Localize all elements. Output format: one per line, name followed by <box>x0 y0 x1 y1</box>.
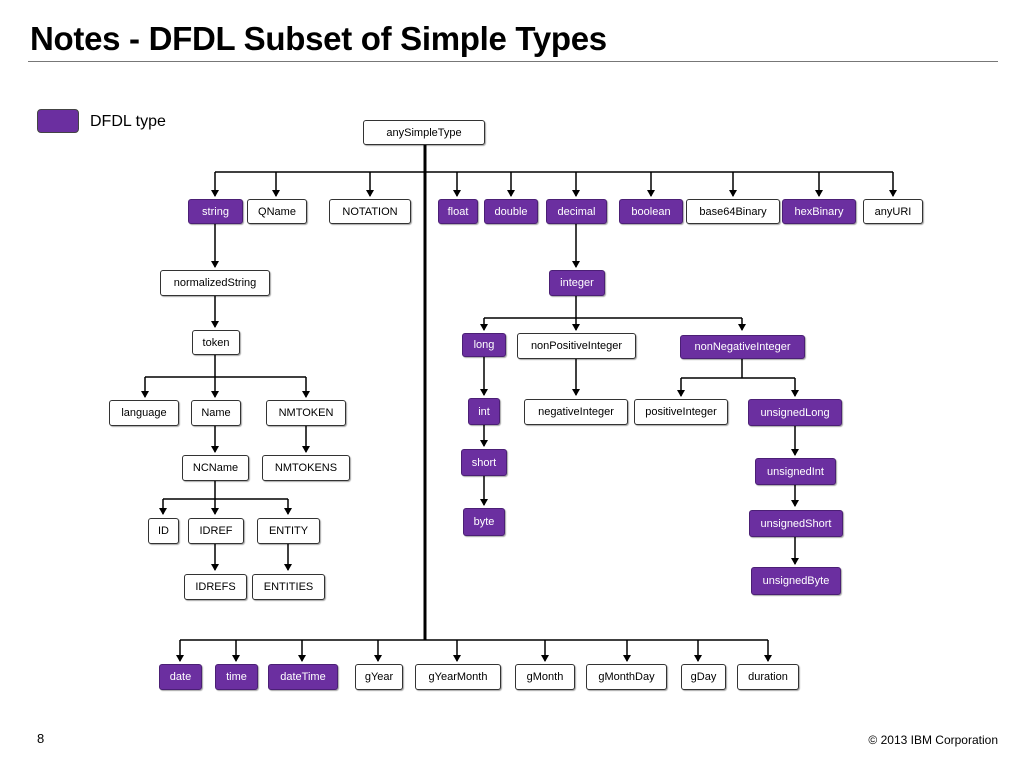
node-name: Name <box>191 400 241 426</box>
node-nmtoken: NMTOKEN <box>266 400 346 426</box>
copyright-notice: © 2013 IBM Corporation <box>868 733 998 747</box>
node-negativeinteger: negativeInteger <box>524 399 628 425</box>
node-nmtokens: NMTOKENS <box>262 455 350 481</box>
node-qname: QName <box>247 199 307 224</box>
legend-swatch <box>37 109 79 133</box>
node-nonnegativeinteger: nonNegativeInteger <box>680 335 805 359</box>
node-time: time <box>215 664 258 690</box>
node-int: int <box>468 398 500 425</box>
node-language: language <box>109 400 179 426</box>
node-duration: duration <box>737 664 799 690</box>
node-date: date <box>159 664 202 690</box>
node-entity: ENTITY <box>257 518 320 544</box>
node-boolean: boolean <box>619 199 683 224</box>
node-ncname: NCName <box>182 455 249 481</box>
node-short: short <box>461 449 507 476</box>
node-byte: byte <box>463 508 505 536</box>
title-divider <box>28 61 998 62</box>
node-integer: integer <box>549 270 605 296</box>
node-idref: IDREF <box>188 518 244 544</box>
node-gmonthday: gMonthDay <box>586 664 667 690</box>
node-normalizedstring: normalizedString <box>160 270 270 296</box>
node-datetime: dateTime <box>268 664 338 690</box>
node-idrefs: IDREFS <box>184 574 247 600</box>
node-positiveinteger: positiveInteger <box>634 399 728 425</box>
node-nonpositiveinteger: nonPositiveInteger <box>517 333 636 359</box>
node-gday: gDay <box>681 664 726 690</box>
node-gyearmonth: gYearMonth <box>415 664 501 690</box>
node-unsignedint: unsignedInt <box>755 458 836 485</box>
page-title: Notes - DFDL Subset of Simple Types <box>30 20 607 57</box>
node-decimal: decimal <box>546 199 607 224</box>
node-unsignedlong: unsignedLong <box>748 399 842 426</box>
node-id: ID <box>148 518 179 544</box>
node-unsignedshort: unsignedShort <box>749 510 843 537</box>
node-notation: NOTATION <box>329 199 411 224</box>
node-gyear: gYear <box>355 664 403 690</box>
node-double: double <box>484 199 538 224</box>
node-anyuri: anyURI <box>863 199 923 224</box>
node-string: string <box>188 199 243 224</box>
legend-label: DFDL type <box>90 113 166 130</box>
node-entities: ENTITIES <box>252 574 325 600</box>
page-number: 8 <box>37 731 45 746</box>
node-gmonth: gMonth <box>515 664 575 690</box>
node-float: float <box>438 199 478 224</box>
node-anysimpletype: anySimpleType <box>363 120 485 145</box>
node-token: token <box>192 330 240 355</box>
node-unsignedbyte: unsignedByte <box>751 567 841 595</box>
node-hexbinary: hexBinary <box>782 199 856 224</box>
node-base64binary: base64Binary <box>686 199 780 224</box>
node-long: long <box>462 333 506 357</box>
